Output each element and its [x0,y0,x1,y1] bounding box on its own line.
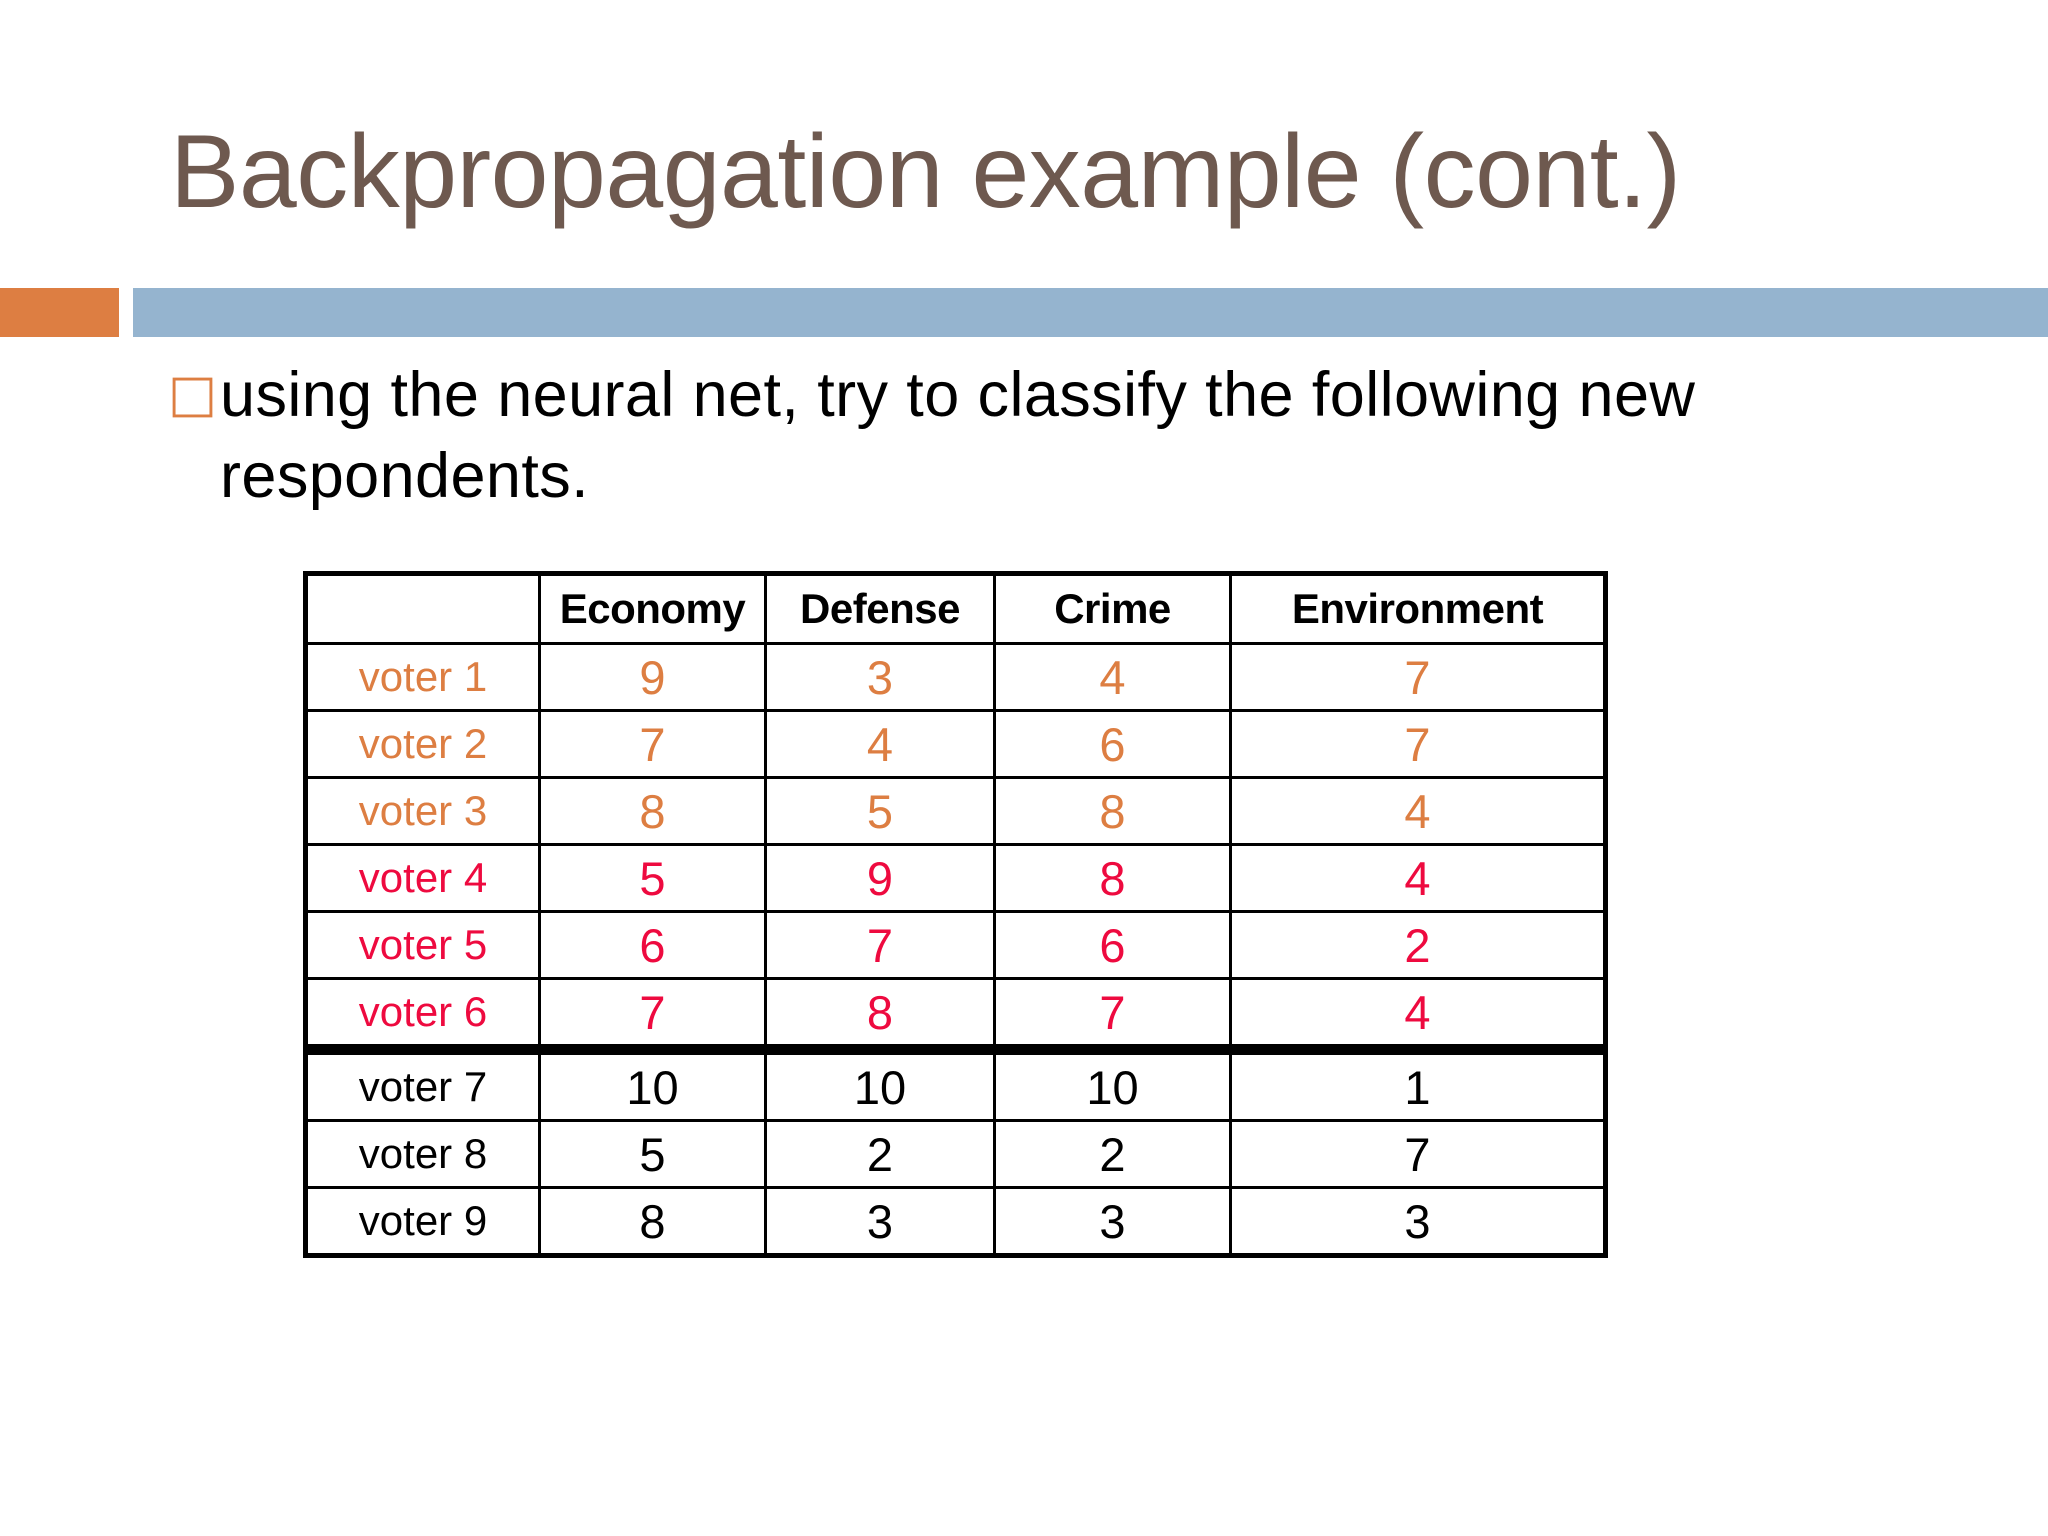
table-cell-voter-label: voter 1 [304,642,541,712]
table-cell-value: 7 [1229,1119,1607,1189]
table-cell-value: 8 [993,843,1232,913]
table-cell-value: 7 [764,910,996,980]
table-cell-value: 9 [764,843,996,913]
table-cell-value: 8 [538,1186,767,1257]
table-header-row: Economy Defense Crime Environment [305,572,1607,645]
voter-table-container: Economy Defense Crime Environment voter … [303,571,1608,1258]
page-title: Backpropagation example (cont.) [170,114,1681,230]
list-item: □ using the neural net, try to classify … [168,355,2008,516]
table-cell-value: 2 [764,1119,996,1189]
table-cell-value: 8 [538,776,767,846]
table-cell-value: 5 [538,843,767,913]
table-cell-value: 3 [1229,1186,1607,1257]
table-cell-value: 3 [993,1186,1232,1257]
table-header-crime: Crime [993,572,1232,645]
table-header: Economy Defense Crime Environment [305,572,1607,645]
voter-table: Economy Defense Crime Environment voter … [303,571,1608,1258]
table-cell-value: 7 [1229,709,1607,779]
table-cell-value: 4 [1229,776,1607,846]
table-cell-value: 7 [538,709,767,779]
table-cell-voter-label: voter 4 [304,843,541,913]
table-cell-value: 6 [993,709,1232,779]
accent-bar-blue [133,288,2048,337]
table-cell-value: 5 [538,1119,767,1189]
table-cell-voter-label: voter 8 [304,1119,541,1189]
table-cell-value: 8 [993,776,1232,846]
table-cell-value: 6 [993,910,1232,980]
table-cell-value: 7 [1229,642,1607,712]
table-cell-voter-label: voter 7 [304,1044,541,1122]
bullet-item-label: using the neural net, try to classify th… [220,360,1696,511]
table-cell-voter-label: voter 5 [304,910,541,980]
table-cell-value: 4 [993,642,1232,712]
table-cell-value: 10 [993,1044,1232,1122]
table-cell-value: 6 [538,910,767,980]
table-header-economy: Economy [538,572,767,645]
table-cell-voter-label: voter 6 [304,977,541,1051]
table-header-environment: Environment [1229,572,1607,645]
table-cell-value: 5 [764,776,996,846]
bullet-square-icon: □ [168,364,218,424]
table-cell-voter-label: voter 2 [304,709,541,779]
table-cell-value: 4 [764,709,996,779]
table-cell-value: 9 [538,642,767,712]
table-cell-value: 10 [538,1044,767,1122]
table-cell-value: 4 [1229,843,1607,913]
table-cell-voter-label: voter 9 [304,1186,541,1257]
table-cell-value: 2 [993,1119,1232,1189]
table-cell-value: 3 [764,642,996,712]
table-cell-voter-label: voter 3 [304,776,541,846]
accent-bar-orange [0,288,119,337]
table-cell-value: 10 [764,1044,996,1122]
table-cell-value: 4 [1229,977,1607,1051]
bullet-list: □ using the neural net, try to classify … [168,355,2008,516]
table-cell-value: 2 [1229,910,1607,980]
table-header-corner [305,572,541,645]
table-cell-value: 7 [993,977,1232,1051]
table-cell-value: 3 [764,1186,996,1257]
table-header-defense: Defense [764,572,996,645]
table-cell-value: 8 [764,977,996,1051]
table-cell-value: 1 [1229,1044,1607,1122]
table-cell-value: 7 [538,977,767,1051]
